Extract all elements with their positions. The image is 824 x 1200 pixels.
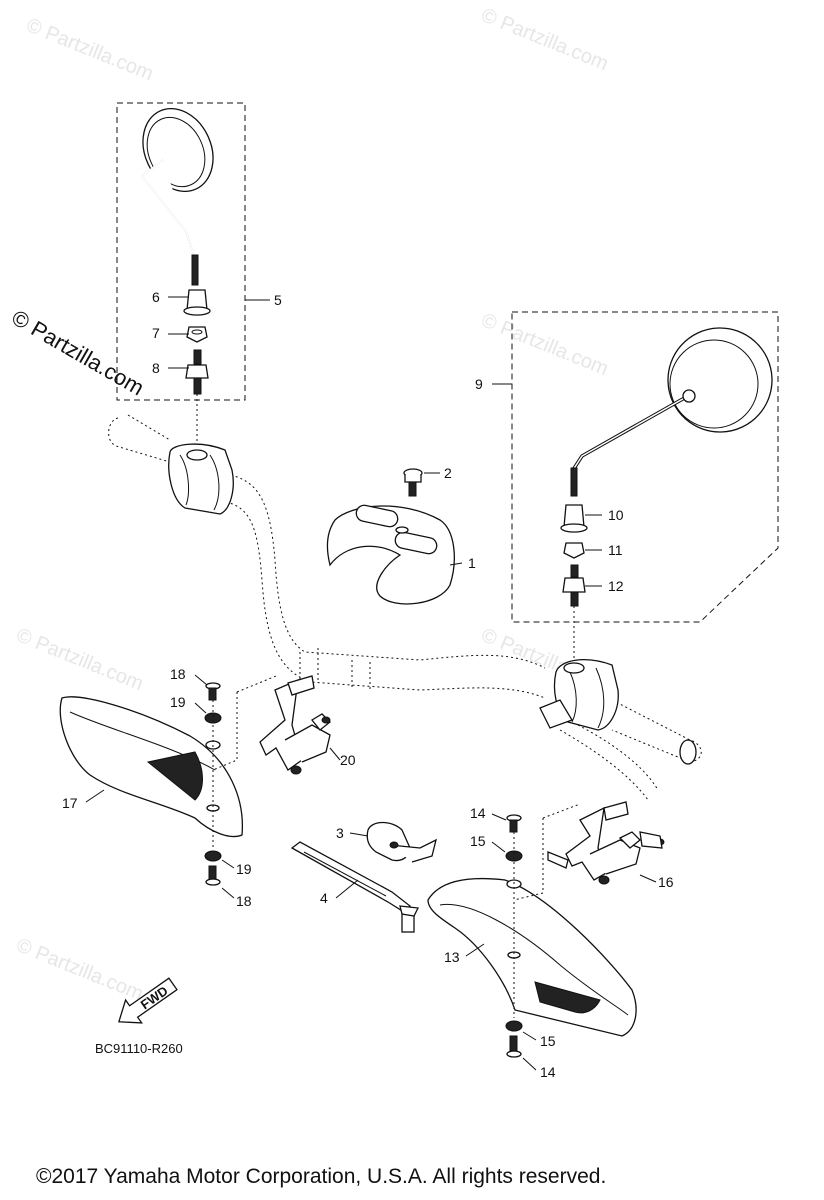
screw-14-top	[506, 814, 522, 833]
callout-2: 2	[444, 465, 452, 481]
callout-19-top: 19	[170, 694, 186, 710]
right-switch-housing	[539, 659, 619, 731]
callout-13: 13	[444, 949, 460, 965]
handlebar-outline	[108, 414, 702, 801]
screw-18-top	[205, 682, 221, 701]
screw-2	[403, 468, 423, 497]
copyright-footer: ©2017 Yamaha Motor Corporation, U.S.A. A…	[36, 1165, 606, 1188]
screw-18-bottom	[205, 865, 221, 886]
left-switch-housing	[168, 443, 234, 515]
hand-guard-17	[59, 696, 244, 838]
callout-14-bottom: 14	[540, 1064, 556, 1080]
callout-1: 1	[468, 555, 476, 571]
watermark: © Partzilla.com	[23, 14, 156, 85]
diagram-code: BC91110-R260	[95, 1041, 183, 1056]
watermark: © Partzilla.com	[478, 309, 611, 380]
callout-17: 17	[62, 795, 78, 811]
hand-guard-13	[427, 877, 637, 1037]
watermark: © Partzilla.com	[13, 624, 146, 695]
callout-10: 10	[608, 507, 624, 523]
bracket-16	[513, 801, 665, 901]
callout-19-bottom: 19	[236, 861, 252, 877]
mirror-adapter-10	[560, 504, 588, 533]
washer-19-bottom	[204, 850, 222, 862]
callout-15-top: 15	[470, 833, 486, 849]
callout-15-bottom: 15	[540, 1033, 556, 1049]
nut-11	[563, 542, 585, 559]
callout-4: 4	[320, 890, 328, 906]
callout-12: 12	[608, 578, 624, 594]
callout-20: 20	[340, 752, 356, 768]
watermark: © Partzilla.com	[478, 4, 611, 75]
bolt-8	[185, 349, 209, 445]
callout-16: 16	[658, 874, 674, 890]
washer-15-top	[505, 850, 523, 862]
handlebar-cover-1	[326, 504, 455, 605]
screw-14-bottom	[506, 1035, 522, 1058]
washer-19-top	[204, 712, 222, 724]
clamp-3	[366, 821, 437, 863]
callout-3: 3	[336, 825, 344, 841]
callout-9: 9	[475, 376, 483, 392]
leader-lines	[85, 296, 657, 1071]
callout-7: 7	[152, 325, 160, 341]
callout-8: 8	[152, 360, 160, 376]
callout-14-top: 14	[470, 805, 486, 821]
nut-7	[186, 326, 208, 343]
watermark: © Partzilla.com	[13, 934, 146, 1005]
callout-6: 6	[152, 289, 160, 305]
bracket-20	[212, 675, 331, 775]
cable-tie-4	[290, 841, 419, 933]
watermark-strong: © Partzilla.com	[8, 305, 149, 401]
mirror-adapter-6	[183, 289, 211, 316]
callout-11: 11	[608, 542, 623, 558]
bolt-12	[562, 564, 586, 662]
callout-5: 5	[274, 292, 282, 308]
mirror-right-group-box	[511, 311, 779, 623]
mirror-left-group-box	[116, 102, 246, 401]
callout-18-top: 18	[170, 666, 186, 682]
callout-18-bottom: 18	[236, 893, 252, 909]
washer-15-bottom	[505, 1020, 523, 1032]
left-mirror	[140, 107, 214, 286]
right-mirror	[570, 327, 773, 497]
